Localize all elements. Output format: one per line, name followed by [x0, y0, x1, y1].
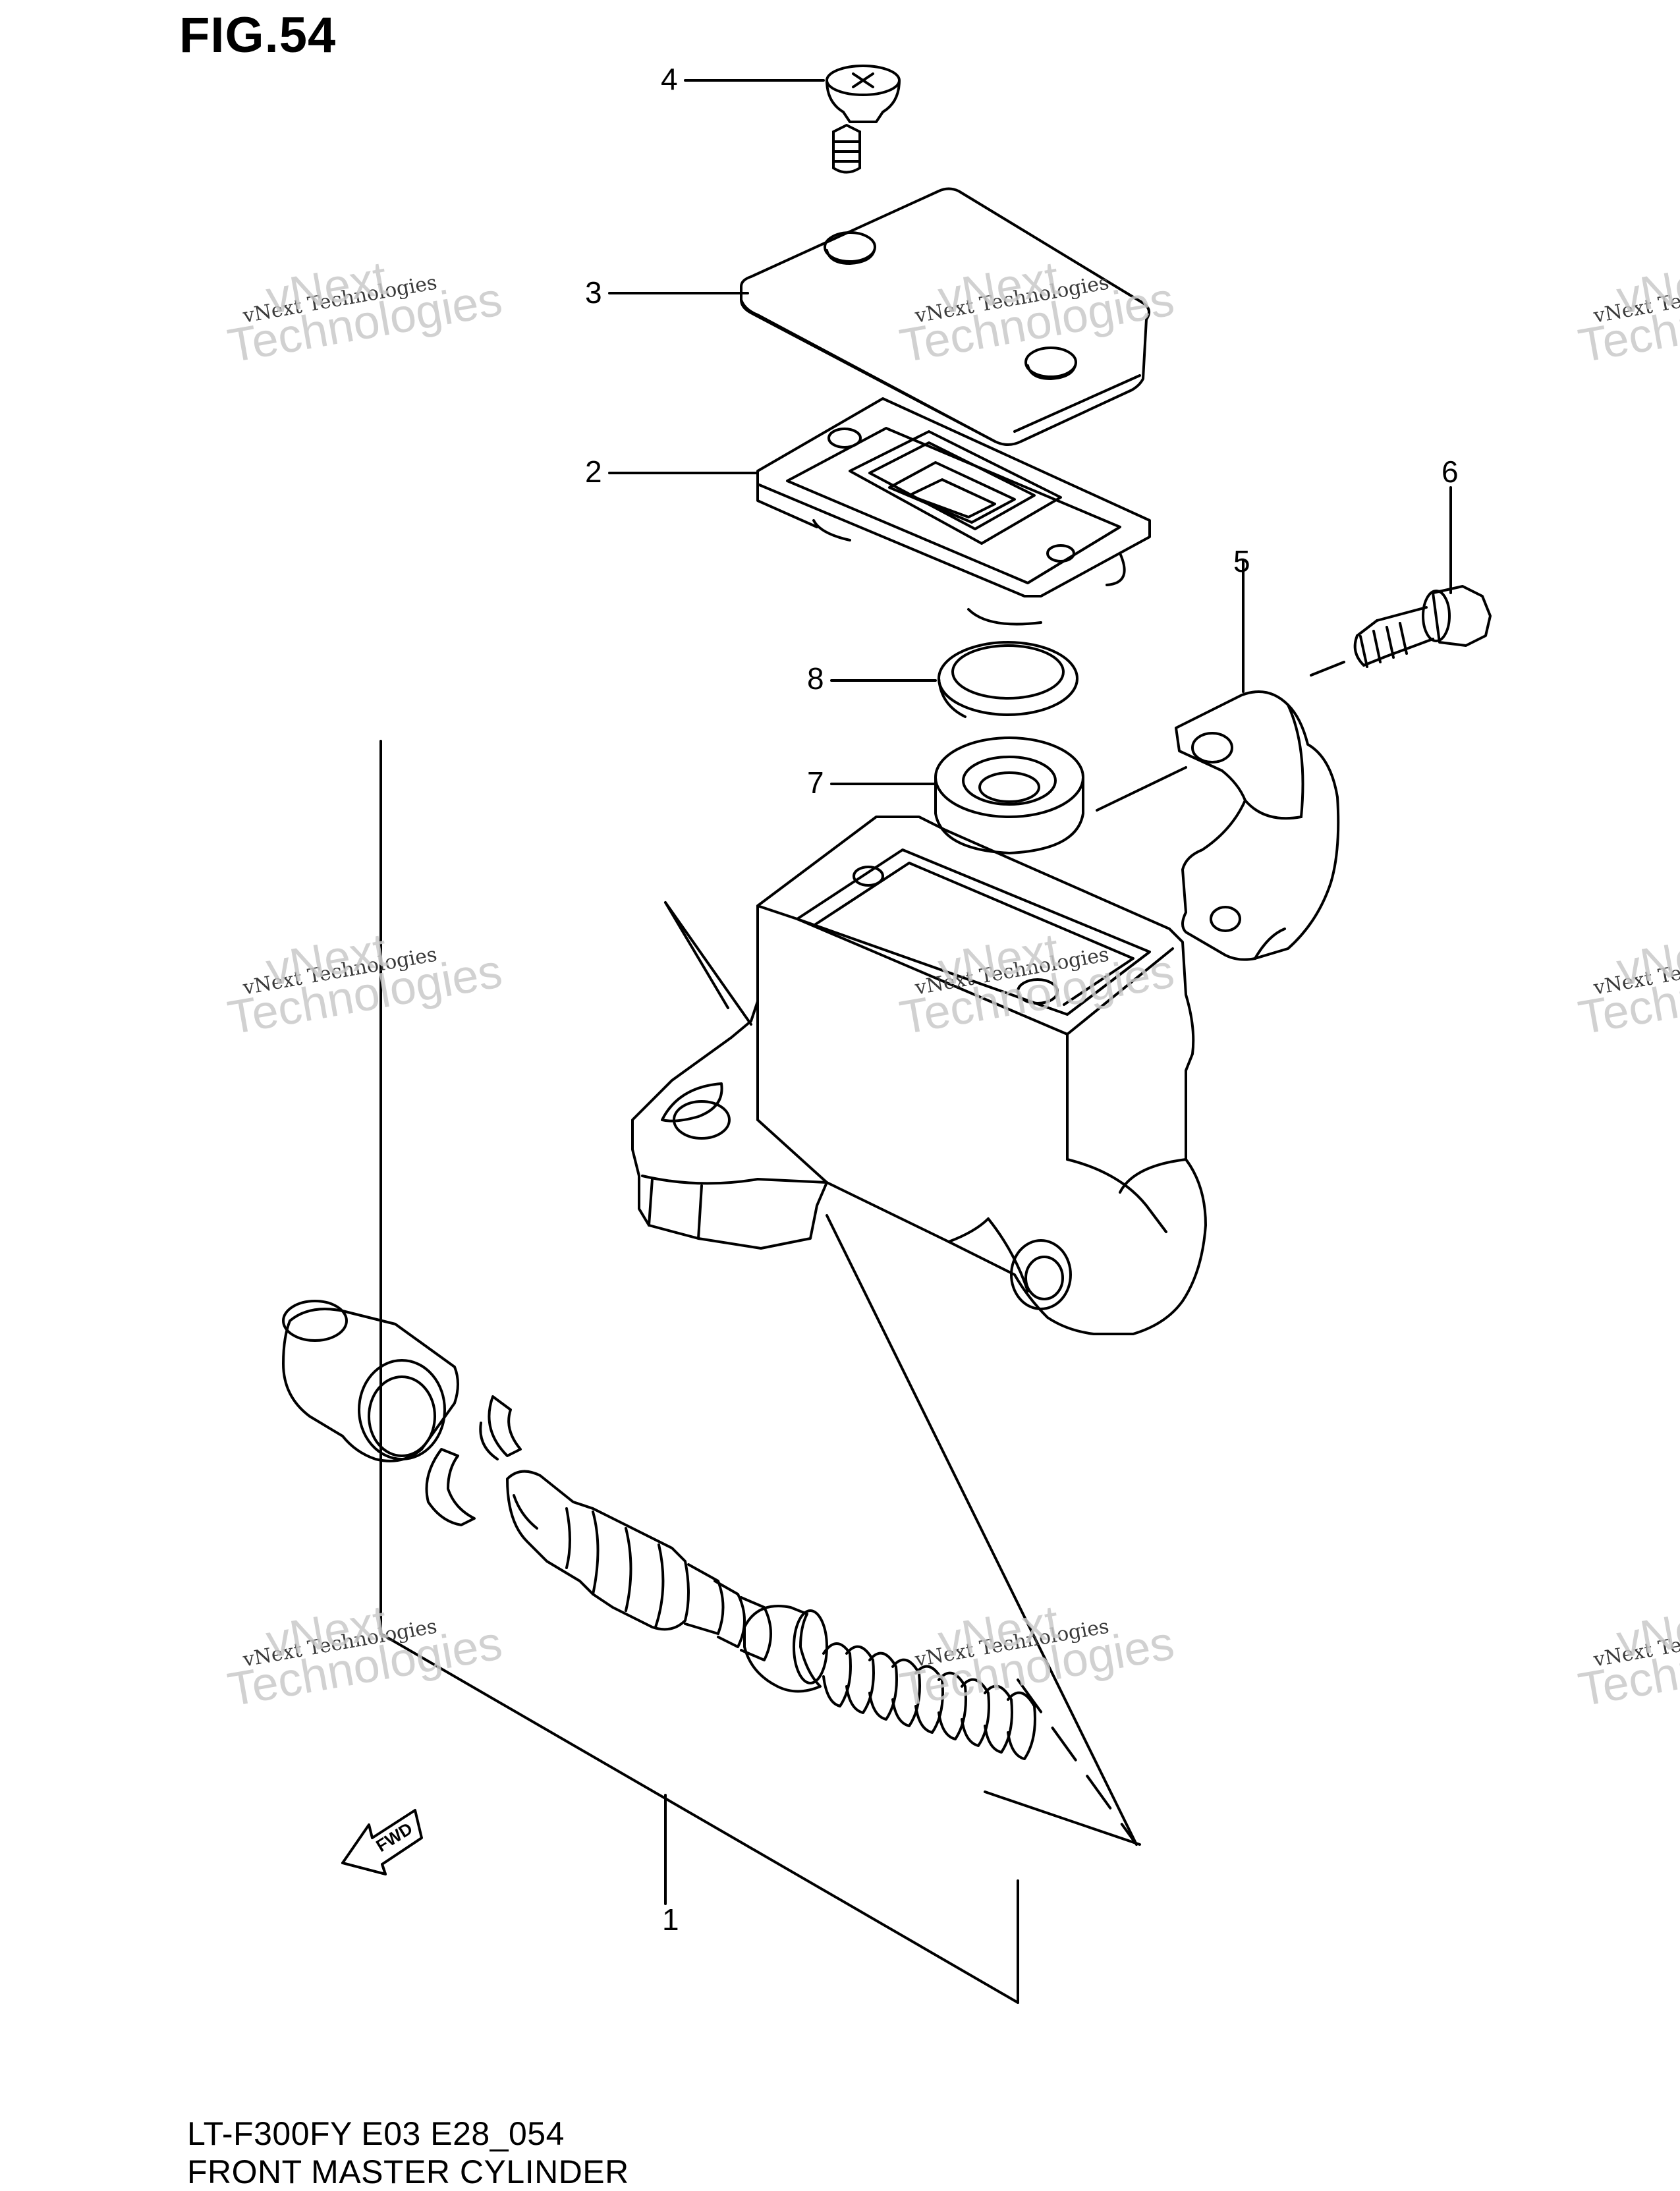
callout-4: 4 [661, 62, 678, 96]
part-1-piston-kit [282, 1300, 1036, 1760]
figure-title: FIG.54 [179, 7, 337, 63]
part-8-o-ring [938, 641, 1078, 718]
fwd-direction-arrow: FWD [341, 1809, 423, 1875]
callout-7: 7 [807, 765, 824, 800]
callout-labels: 1 2 3 4 5 6 7 8 [585, 62, 1459, 1937]
part-5-clamp [1175, 690, 1340, 961]
part-6-bolt [1353, 585, 1492, 668]
callout-8: 8 [807, 661, 824, 696]
callout-1: 1 [662, 1902, 679, 1937]
callout-2: 2 [585, 455, 602, 489]
callout-5: 5 [1233, 544, 1250, 578]
master-cylinder-body [631, 816, 1207, 1335]
callout-3: 3 [585, 275, 602, 310]
part-4-screw [826, 65, 901, 174]
model-code: LT-F300FY E03 E28_054 [187, 2115, 565, 2152]
callout-6: 6 [1442, 455, 1459, 489]
assembly-name: FRONT MASTER CYLINDER [187, 2153, 629, 2190]
part-2-diaphragm [756, 397, 1151, 626]
part-3-cap [740, 187, 1150, 446]
leader-lines [379, 79, 1452, 2004]
